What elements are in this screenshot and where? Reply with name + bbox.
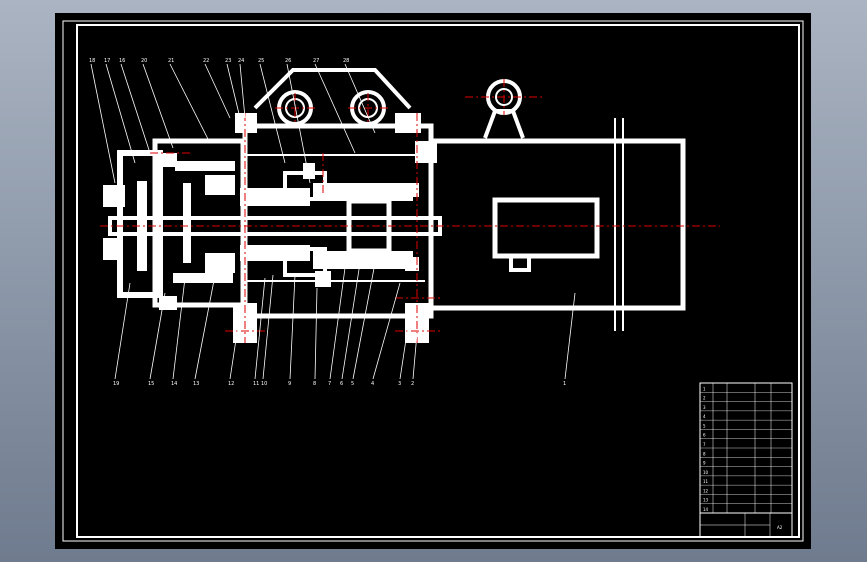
title-block-row-number: 9 <box>703 461 706 466</box>
title-block-sheet-size: A2 <box>777 525 783 530</box>
title-block-row-number: 13 <box>703 498 709 503</box>
part-label-7: 7 <box>328 381 331 387</box>
part-label-28: 28 <box>343 58 349 64</box>
part-label-19: 19 <box>113 381 119 387</box>
part-label-24: 24 <box>238 58 244 64</box>
title-block-row-number: 7 <box>703 442 706 447</box>
top-bracket <box>253 68 412 126</box>
part-label-4: 4 <box>371 381 374 387</box>
part-label-8: 8 <box>313 381 316 387</box>
outer-border <box>62 20 804 542</box>
top-part-labels: 18 17 16 20 21 22 23 24 25 26 27 28 <box>89 58 349 64</box>
part-label-10: 10 <box>261 381 267 387</box>
title-block-row-number: 6 <box>703 433 706 438</box>
part-label-26: 26 <box>285 58 291 64</box>
title-block-row-number: 5 <box>703 423 706 428</box>
part-label-1: 1 <box>563 381 566 387</box>
part-label-13: 13 <box>193 381 199 387</box>
title-block-row-number: 8 <box>703 451 706 456</box>
left-drive-assembly <box>103 138 246 310</box>
centerlines <box>100 79 720 343</box>
top-leaders <box>90 63 376 184</box>
part-label-25: 25 <box>258 58 264 64</box>
part-label-14: 14 <box>171 381 177 387</box>
part-label-23: 23 <box>225 58 231 64</box>
motor-body <box>431 118 686 331</box>
title-block-row-number: 3 <box>703 405 706 410</box>
part-label-3: 3 <box>398 381 401 387</box>
part-label-21: 21 <box>168 58 174 64</box>
title-block-row-number: 1 <box>703 386 706 391</box>
inner-border <box>76 24 800 538</box>
part-label-18: 18 <box>89 58 95 64</box>
title-block-row-number: 10 <box>703 470 709 475</box>
part-label-12: 12 <box>228 381 234 387</box>
part-label-27: 27 <box>313 58 319 64</box>
title-block-row-number: 4 <box>703 414 706 419</box>
part-label-16: 16 <box>119 58 125 64</box>
title-block-row-number: 12 <box>703 488 709 493</box>
part-label-5: 5 <box>351 381 354 387</box>
part-label-9: 9 <box>288 381 291 387</box>
part-label-11: 11 <box>253 381 259 387</box>
lifting-eye <box>483 79 525 139</box>
part-label-15: 15 <box>148 381 154 387</box>
part-label-20: 20 <box>141 58 147 64</box>
title-block-row-number: 14 <box>703 507 709 512</box>
gearbox-housing <box>233 113 437 343</box>
part-label-6: 6 <box>340 381 343 387</box>
part-label-22: 22 <box>203 58 209 64</box>
bottom-leaders <box>114 262 576 380</box>
part-label-2: 2 <box>411 381 414 387</box>
title-block-row-number: 2 <box>703 396 706 401</box>
title-block-row-number: 11 <box>703 479 709 484</box>
part-label-17: 17 <box>104 58 110 64</box>
